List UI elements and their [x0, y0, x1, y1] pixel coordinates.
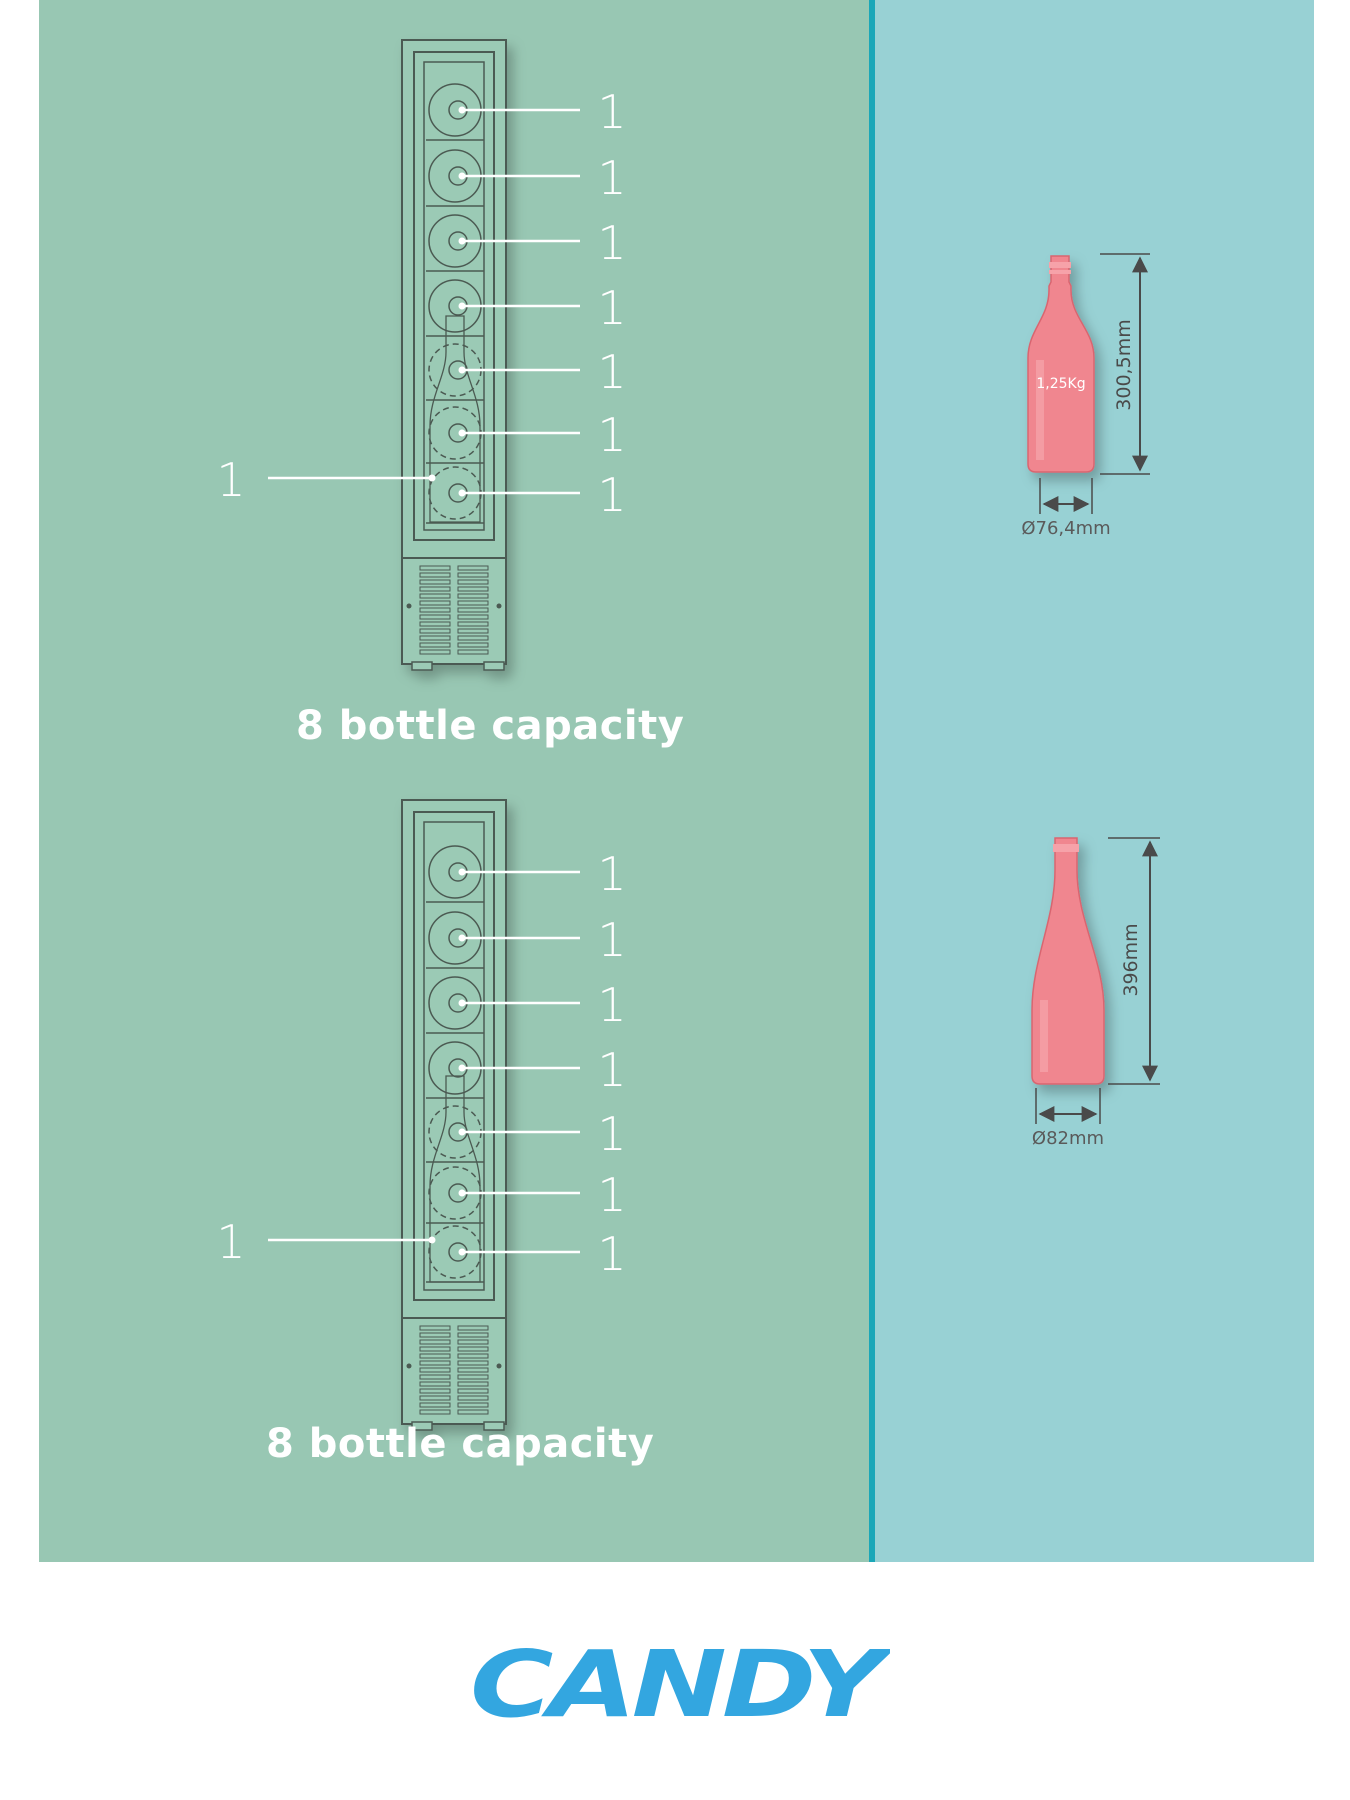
- bottle-count-label: 1: [597, 85, 626, 139]
- vent-slot: [419, 1374, 451, 1380]
- standing-bottle-outline: [429, 1075, 481, 1283]
- capacity-caption-bottom: 8 bottle capacity: [266, 1421, 655, 1467]
- vent-slot: [419, 1346, 451, 1352]
- vent-slot: [457, 607, 489, 613]
- vent-slot: [419, 628, 451, 634]
- vent-slot: [457, 1409, 489, 1415]
- burgundy-diameter-label: Ø82mm: [1032, 1128, 1104, 1149]
- candy-logo-text: CANDY: [470, 1631, 890, 1738]
- bottle-count-label: 1: [597, 847, 626, 901]
- cooler-top-vent: [406, 565, 502, 655]
- bottle-count-label: 1: [597, 281, 626, 335]
- bordeaux-weight-label: 1,25Kg: [1036, 376, 1085, 392]
- candy-logo: CANDY: [470, 1631, 890, 1738]
- bottle-count-label: 1: [597, 216, 626, 270]
- bordeaux-bottle-icon: [1027, 255, 1095, 473]
- screw: [406, 1363, 412, 1369]
- vent-slot: [419, 586, 451, 592]
- vent-slot: [457, 565, 489, 571]
- vent-slot: [457, 649, 489, 655]
- screw: [496, 603, 502, 609]
- bordeaux-height-label: 300,5mm: [1113, 319, 1135, 410]
- vent-slot: [419, 1339, 451, 1345]
- vent-slot: [419, 1367, 451, 1373]
- burgundy-height-label: 396mm: [1120, 923, 1142, 996]
- vent-slot: [457, 614, 489, 620]
- bottle-count-label: 1: [597, 1043, 626, 1097]
- bottle-count-label: 1: [597, 1168, 626, 1222]
- vent-slot: [419, 1402, 451, 1408]
- vent-slot: [457, 600, 489, 606]
- vent-slot: [457, 586, 489, 592]
- bottle-count-label: 1: [597, 1107, 626, 1161]
- cooler-bottom-vent: [406, 1325, 502, 1415]
- vent-slot: [457, 1367, 489, 1373]
- vent-slot: [457, 1395, 489, 1401]
- bordeaux-diameter-dimension: [1039, 478, 1093, 514]
- cooler-top-leaders: 1 1 1 1 1 1 1 1: [216, 85, 626, 522]
- vent-slot: [457, 572, 489, 578]
- vent-slot: [457, 635, 489, 641]
- burgundy-height-dimension: [1108, 837, 1160, 1085]
- burgundy-diameter-dimension: [1035, 1088, 1101, 1124]
- vent-slot: [419, 607, 451, 613]
- bottle-count-label: 1: [597, 1227, 626, 1281]
- vent-slot: [419, 1325, 451, 1331]
- cooler-bottom: [401, 799, 507, 1431]
- vent-slot: [457, 1332, 489, 1338]
- vent-slot: [457, 579, 489, 585]
- bottle-count-label: 1: [216, 453, 245, 507]
- vent-slot: [419, 1395, 451, 1401]
- bottle-count-label: 1: [597, 345, 626, 399]
- vent-slot: [419, 1332, 451, 1338]
- screw: [406, 603, 412, 609]
- vent-slot: [419, 1353, 451, 1359]
- bordeaux-diameter-label: Ø76,4mm: [1021, 518, 1110, 539]
- vent-slot: [457, 642, 489, 648]
- vent-slot: [457, 1353, 489, 1359]
- panel-divider: [869, 0, 875, 1562]
- vent-slot: [419, 649, 451, 655]
- bottle-count-label: 1: [597, 151, 626, 205]
- vent-slot: [419, 600, 451, 606]
- capacity-caption-top: 8 bottle capacity: [296, 703, 685, 749]
- vent-slot: [457, 1346, 489, 1352]
- bottle-count-label: 1: [597, 913, 626, 967]
- vent-slot: [457, 1388, 489, 1394]
- vent-slot: [457, 593, 489, 599]
- vent-slot: [457, 628, 489, 634]
- vent-slot: [419, 614, 451, 620]
- vent-slot: [419, 593, 451, 599]
- vent-slot: [419, 621, 451, 627]
- vent-slot: [457, 621, 489, 627]
- bordeaux-height-dimension: [1100, 253, 1150, 475]
- bottle-count-label: 1: [216, 1215, 245, 1269]
- screw: [496, 1363, 502, 1369]
- vent-slot: [419, 572, 451, 578]
- standing-bottle-outline: [429, 315, 481, 523]
- vent-slot: [457, 1381, 489, 1387]
- vent-slot: [457, 1339, 489, 1345]
- vent-slot: [457, 1325, 489, 1331]
- vent-slot: [419, 642, 451, 648]
- vent-slot: [457, 1374, 489, 1380]
- bottle-count-label: 1: [597, 978, 626, 1032]
- vent-slot: [419, 579, 451, 585]
- vent-slot: [419, 1381, 451, 1387]
- vent-slot: [419, 635, 451, 641]
- vent-slot: [457, 1360, 489, 1366]
- right-panel: [875, 0, 1314, 1562]
- cooler-top: [401, 39, 507, 671]
- vent-slot: [419, 1360, 451, 1366]
- burgundy-bottle-icon: [1031, 837, 1105, 1085]
- vent-slot: [457, 1402, 489, 1408]
- bottle-count-label: 1: [597, 468, 626, 522]
- vent-slot: [419, 1409, 451, 1415]
- bottle-count-label: 1: [597, 408, 626, 462]
- vent-slot: [419, 1388, 451, 1394]
- vent-slot: [419, 565, 451, 571]
